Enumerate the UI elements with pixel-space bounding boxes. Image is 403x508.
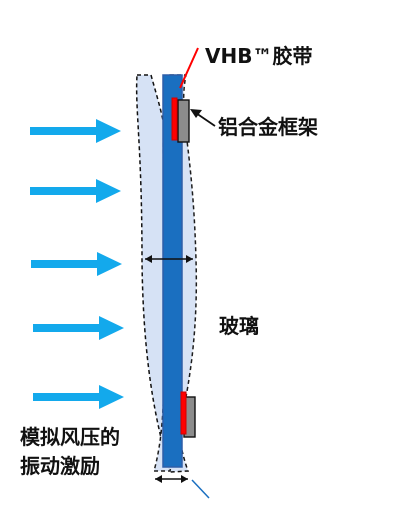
vhb-indicator-line	[179, 47, 199, 89]
bottom-vhb-tape	[180, 391, 187, 435]
midspan-left-arrowhead	[145, 255, 152, 263]
bottom-left-arrowhead	[155, 475, 162, 483]
top-aluminum-frame	[177, 99, 190, 143]
wind-arrow-1	[30, 119, 121, 143]
wind-arrow-3	[31, 252, 122, 276]
vhb-tape-label: VHB™胶带	[205, 44, 313, 68]
base-indicator-line	[191, 479, 210, 499]
top-vhb-tape	[171, 97, 178, 141]
bottom-right-arrowhead	[181, 475, 188, 483]
midspan-right-arrowhead	[186, 255, 193, 263]
wind-excitation-label-line-2: 振动激励	[20, 454, 100, 478]
wind-arrow-4	[33, 316, 124, 340]
wind-excitation-label-line-1: 模拟风压的	[20, 425, 120, 449]
glass-label: 玻璃	[219, 314, 259, 338]
wind-arrow-5	[33, 385, 124, 409]
glass-panel	[162, 74, 183, 468]
wind-arrows	[30, 119, 124, 409]
frame-indicator-arrowhead	[190, 109, 202, 118]
wind-arrow-2	[30, 179, 121, 203]
aluminum-frame-label: 铝合金框架	[218, 115, 318, 139]
